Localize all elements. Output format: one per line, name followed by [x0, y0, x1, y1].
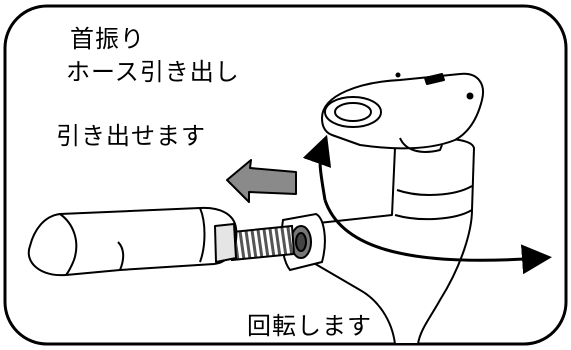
rotation-arrow-icon [302, 134, 552, 275]
label-rotate: 回転します [247, 312, 372, 340]
pull-out-arrow-icon [226, 159, 297, 203]
spout-head [27, 206, 238, 277]
label-pull-out: 引き出せます [56, 122, 206, 150]
title-hose-pullout: ホース引き出し [66, 58, 240, 86]
faucet-body [299, 72, 484, 345]
hose [231, 224, 296, 262]
title-swivel: 首振り [70, 25, 145, 53]
